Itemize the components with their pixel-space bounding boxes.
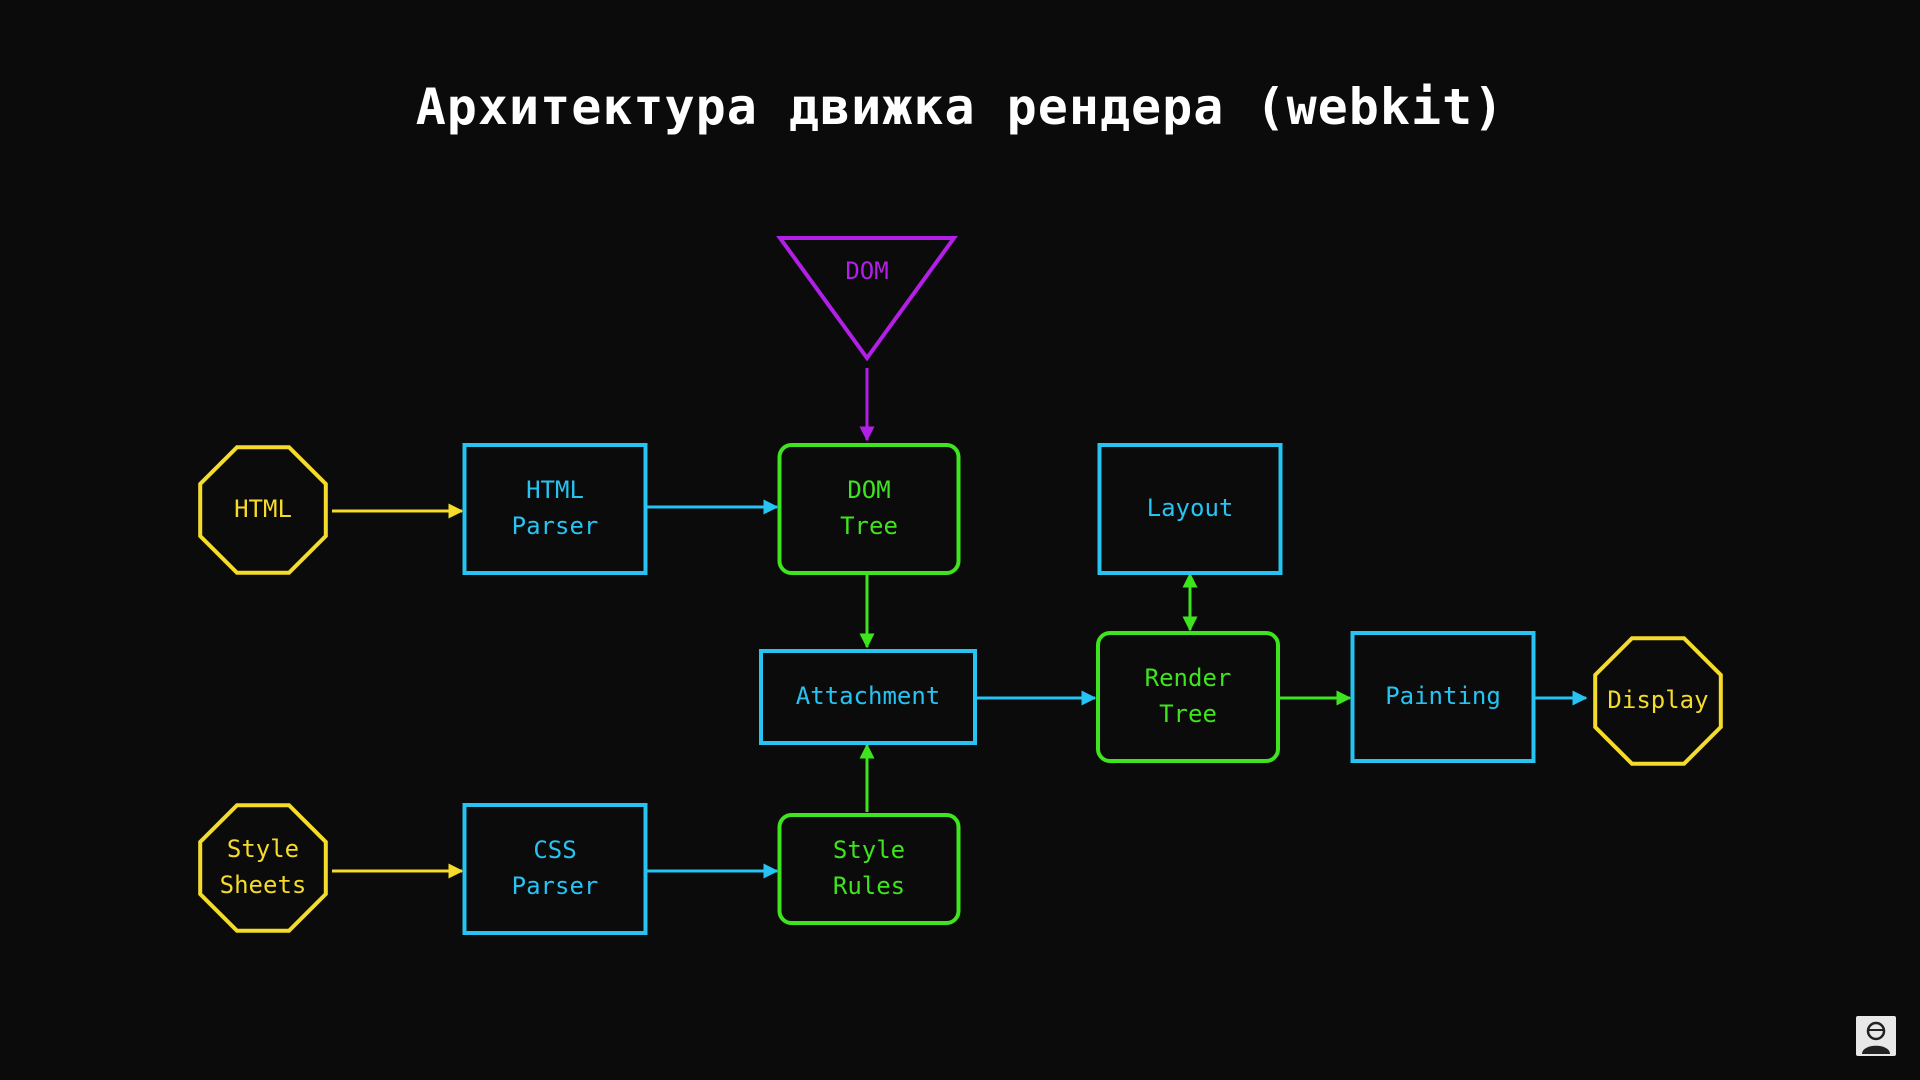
node-dom-source: DOM	[776, 236, 958, 362]
node-shape-css-parser	[462, 803, 648, 935]
node-label-html-parser-0: HTML	[526, 476, 584, 504]
node-label-render-tree-1: Tree	[1159, 700, 1217, 728]
node-shape-painting	[1350, 631, 1536, 763]
node-display: Display	[1593, 636, 1723, 766]
node-css-parser: CSS Parser	[462, 803, 648, 935]
node-shape-render-tree	[1096, 631, 1280, 763]
node-shape-dom-source	[776, 236, 958, 362]
node-painting: Painting	[1350, 631, 1536, 763]
avatar	[1856, 1016, 1896, 1056]
node-attachment: Attachment	[759, 649, 977, 745]
node-label-html-parser-1: Parser	[512, 512, 599, 540]
node-label-attachment-0: Attachment	[796, 682, 941, 710]
node-shape-dom-tree	[777, 443, 961, 575]
node-shape-display	[1593, 636, 1723, 766]
node-label-css-parser-0: CSS	[533, 836, 576, 864]
node-label-style-rules-0: Style	[833, 836, 905, 864]
node-shape-style-rules	[777, 813, 961, 925]
node-label-html-input-0: HTML	[234, 495, 292, 523]
edges-layer	[332, 368, 1588, 879]
node-label-style-sheets-1: Sheets	[220, 871, 307, 899]
nodes-layer: DOM HTML HTML Parser DOM Tree LayoutAttachment…	[198, 236, 1723, 935]
node-label-dom-tree-0: DOM	[847, 476, 890, 504]
node-label-dom-tree-1: Tree	[840, 512, 898, 540]
node-html-input: HTML	[198, 445, 328, 575]
user-avatar-icon	[1862, 1021, 1890, 1054]
node-label-display-0: Display	[1607, 686, 1708, 714]
node-label-render-tree-0: Render	[1145, 664, 1232, 692]
node-dom-tree: DOM Tree	[777, 443, 961, 575]
node-html-parser: HTML Parser	[462, 443, 648, 575]
node-shape-style-sheets	[198, 803, 328, 933]
node-layout: Layout	[1097, 443, 1283, 575]
page-title: Архитектура движка рендера (webkit)	[415, 78, 1505, 136]
node-label-dom-source-0: DOM	[845, 257, 888, 285]
node-label-painting-0: Painting	[1385, 682, 1501, 710]
node-shape-attachment	[759, 649, 977, 745]
node-shape-html-parser	[462, 443, 648, 575]
node-shape-layout	[1097, 443, 1283, 575]
node-label-layout-0: Layout	[1147, 494, 1234, 522]
node-label-style-rules-1: Rules	[833, 872, 905, 900]
node-shape-html-input	[198, 445, 328, 575]
node-label-style-sheets-0: Style	[227, 835, 299, 863]
node-label-css-parser-1: Parser	[512, 872, 599, 900]
